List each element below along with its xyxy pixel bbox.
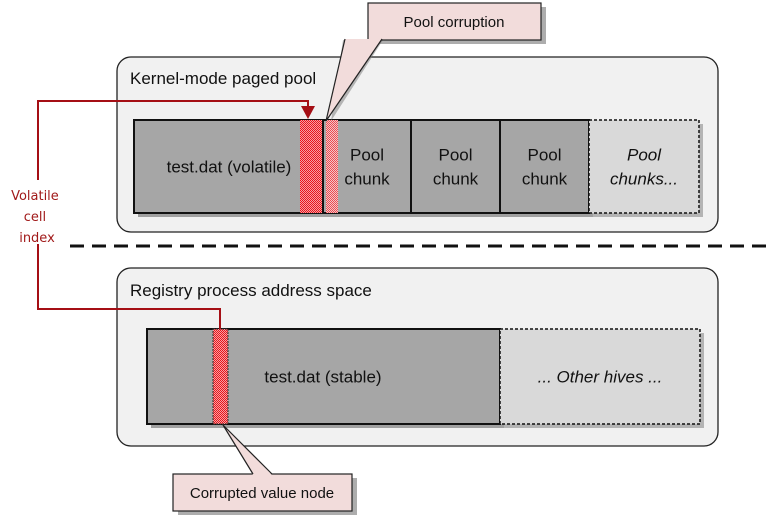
block-label: ... Other hives ... — [538, 368, 663, 387]
stable-corrupted-cell-marker — [212, 328, 229, 425]
registry-region-title: Registry process address space — [130, 281, 372, 300]
block-test-dat-volatile: test.dat (volatile) — [133, 119, 327, 217]
corrupted-value-node-callout: Corrupted value node — [172, 424, 357, 515]
kernel-region-title: Kernel-mode paged pool — [130, 69, 316, 88]
kernel-corruption-marker — [300, 120, 338, 213]
volatile-cell-index-connector: Volatile cell index — [11, 100, 315, 329]
block-test-dat-stable: test.dat (stable) — [146, 328, 504, 428]
connector-label: Volatile cell index — [11, 189, 63, 246]
registry-hive-blocks: test.dat (stable) ... Other hives ... — [146, 328, 704, 428]
block-label: test.dat (volatile) — [167, 158, 292, 177]
block-other-hives: ... Other hives ... — [499, 328, 704, 428]
pool-corruption-callout: Pool corruption — [325, 2, 546, 122]
block-label: test.dat (stable) — [264, 368, 381, 387]
corrupted-value-node-label: Corrupted value node — [190, 485, 334, 502]
arrow-head-icon — [301, 106, 315, 119]
pool-corruption-label: Pool corruption — [404, 14, 505, 31]
